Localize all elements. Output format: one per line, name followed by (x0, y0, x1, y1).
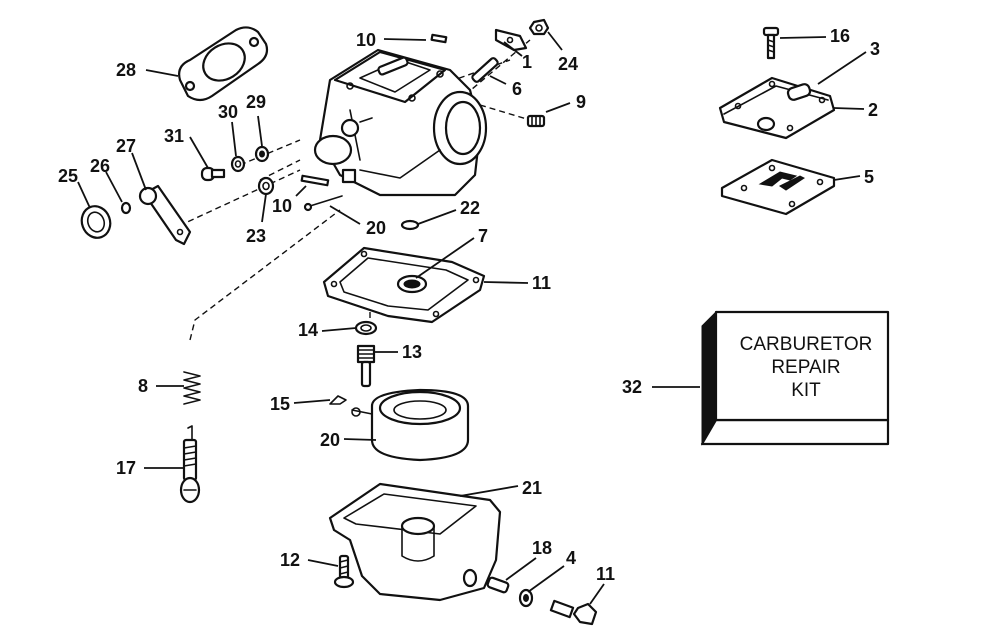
part-20-screw (303, 195, 343, 212)
part-19-jet (486, 576, 510, 594)
callout-11: 11 (532, 273, 551, 293)
callout-1: 1 (522, 52, 532, 72)
callout-20: 20 (366, 218, 386, 238)
part-22-float-bowl (328, 482, 502, 602)
kit-label-line-1: CARBURETOR (740, 334, 873, 355)
callout-labels: 10 1 24 6 9 16 3 2 5 28 30 29 31 27 26 2… (58, 26, 880, 584)
callout-18: 17 (116, 458, 136, 478)
part-25-nut (528, 18, 550, 36)
part-7-seal (396, 274, 428, 294)
callout-7: 7 (478, 226, 488, 246)
callout-16: 15 (270, 394, 290, 414)
callout-24: 23 (246, 226, 266, 246)
callout-19: 18 (532, 538, 552, 558)
part-23-o-ring (400, 219, 420, 231)
callout-17: 16 (830, 26, 850, 46)
callout-14: 13 (402, 342, 422, 362)
part-18-mixture-screw (179, 425, 201, 504)
callout-25: 24 (558, 54, 578, 74)
part-13-screw (333, 554, 355, 589)
part-10-pin-upper (430, 33, 448, 44)
callout-9: 9 (576, 92, 586, 112)
part-15-washer (354, 320, 378, 336)
leader-lines (77, 31, 867, 605)
callout-13: 12 (280, 550, 300, 570)
callout-27: 26 (90, 156, 110, 176)
callout-10-lower: 10 (272, 196, 292, 216)
callout-21: 20 (320, 430, 340, 450)
callout-22: 21 (522, 478, 542, 498)
part-carburetor-body (313, 48, 488, 197)
part-26-cap (80, 205, 112, 239)
kit-label-line-2: REPAIR (771, 357, 840, 378)
kit-label-line-3: KIT (791, 380, 821, 401)
part-27-o-ring (120, 201, 132, 215)
callout-12: 11 (596, 564, 615, 584)
part-12-bolt (549, 599, 598, 626)
part-14-needle-seat (356, 344, 376, 388)
part-5-cover-gasket (720, 158, 836, 216)
callout-23: 22 (460, 198, 480, 218)
callout-15: 14 (298, 320, 318, 340)
callout-26: 25 (58, 166, 78, 186)
part-10-pin-lower (300, 174, 330, 187)
repair-kit-label: CARBURETOR REPAIR KIT (740, 334, 873, 401)
callout-10-upper: 10 (356, 30, 376, 50)
part-33-repair-kit-box (700, 310, 890, 446)
part-4-washer (518, 588, 534, 608)
part-9-plug-screw (526, 114, 546, 128)
callout-8: 8 (138, 376, 148, 396)
callout-30: 29 (246, 92, 266, 112)
part-8-spring (183, 371, 201, 405)
part-28-lever (138, 184, 192, 246)
callout-31: 30 (218, 102, 238, 122)
callout-6: 6 (512, 79, 522, 99)
callout-28: 27 (116, 136, 136, 156)
part-30-lock-washer (254, 145, 270, 163)
part-24-washer (257, 176, 275, 196)
part-1-throttle-plate (494, 28, 528, 52)
callout-29: 28 (116, 60, 136, 80)
callout-32: 31 (164, 126, 184, 146)
part-32-screw (200, 166, 226, 182)
part-17-screw (762, 26, 780, 60)
part-31-washer (230, 155, 246, 173)
callout-5: 5 (864, 167, 874, 187)
part-29-flange-gasket (178, 26, 269, 102)
part-21-float (351, 388, 470, 462)
callout-4: 4 (566, 548, 576, 568)
part-16-clip (329, 395, 347, 405)
part-6-shaft (471, 57, 499, 83)
callout-33: 32 (622, 377, 642, 397)
callout-2: 2 (868, 100, 878, 120)
callout-3: 3 (870, 39, 880, 59)
part-2-float-bowl-cover (718, 76, 836, 140)
